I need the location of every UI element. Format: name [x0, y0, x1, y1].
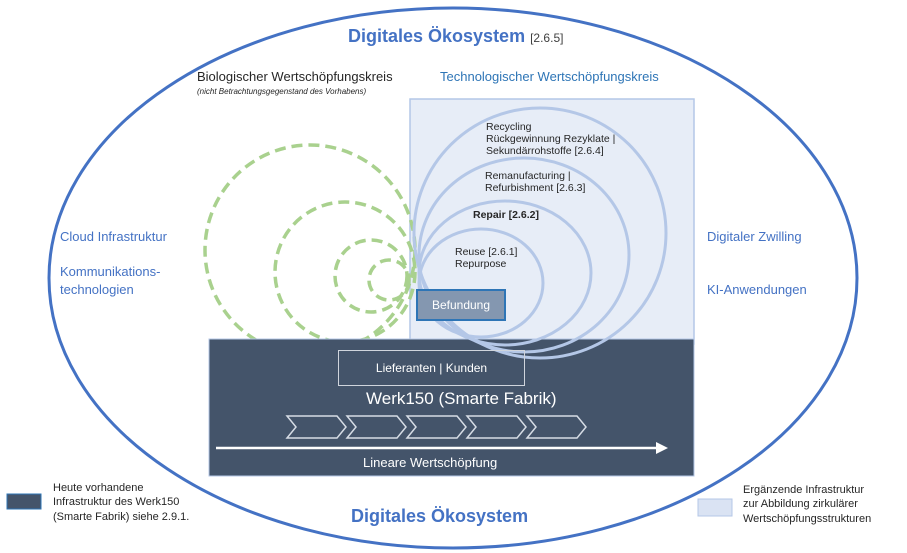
process-step-5 — [525, 415, 587, 439]
ecosystem-ring — [47, 6, 859, 550]
digital-twin-label: Digitaler Zwilling — [707, 229, 802, 244]
ecosystem-title-top-text: Digitales Ökosystem — [348, 26, 526, 46]
reuse-line-2: Repurpose — [455, 258, 507, 271]
legend-swatch-supplementary — [697, 498, 733, 517]
legend-existing-line-3: (Smarte Fabrik) siehe 2.9.1. — [53, 510, 190, 523]
recycling-line-3: Sekundärrohstoffe [2.6.4] — [486, 145, 604, 158]
linear-arrow — [216, 442, 668, 454]
legend-supplementary-line-2: zur Abbildung zirkulärer — [743, 498, 858, 511]
suppliers-customers-box: Lieferanten | Kunden — [338, 350, 525, 386]
tech-loop-recycling — [412, 106, 668, 360]
communication-tech-label-line2: technologien — [60, 282, 134, 297]
bio-loop-4 — [367, 258, 411, 302]
factory-block — [208, 338, 695, 477]
legend-supplementary-line-3: Wertschöpfungsstrukturen — [743, 512, 872, 525]
loop-label-recycling: Recycling Rückgewinnung Rezyklate | Seku… — [486, 121, 615, 157]
ecosystem-title-bottom: Digitales Ökosystem — [351, 506, 529, 526]
biological-loops — [203, 143, 417, 357]
process-step-3 — [405, 415, 467, 439]
ecosystem-title-ref: [2.6.5] — [530, 31, 564, 45]
reuse-line-1: Reuse [2.6.1] — [455, 246, 518, 258]
legend-existing-line-1: Heute vorhandene — [53, 482, 144, 494]
cloud-infrastructure-label: Cloud Infrastruktur — [60, 229, 167, 244]
recycling-line-1: Recycling — [486, 121, 532, 133]
bio-loop-1 — [203, 143, 417, 357]
factory-title: Werk150 (Smarte Fabrik) — [366, 389, 557, 408]
process-chevrons — [285, 415, 587, 439]
bio-loop-3 — [333, 238, 409, 314]
biological-title: Biologischer Wertschöpfungskreis — [197, 69, 393, 84]
loop-label-remanufacturing: Remanufacturing | Refurbishment [2.6.3] — [485, 170, 585, 194]
legend-swatch-existing — [6, 493, 42, 510]
linear-value-label: Lineare Wertschöpfung — [363, 455, 498, 470]
process-step-1 — [285, 415, 347, 439]
ecosystem-title-top: Digitales Ökosystem [2.6.5] — [348, 26, 563, 47]
legend-supplementary-line-1: Ergänzende Infrastruktur — [743, 484, 865, 496]
process-step-2 — [345, 415, 407, 439]
tech-loop-reuse — [417, 227, 545, 339]
bio-loop-2 — [273, 200, 417, 344]
loop-label-repair: Repair [2.6.2] — [473, 209, 539, 221]
loop-label-reuse: Reuse [2.6.1] Repurpose — [455, 246, 517, 270]
remanufacturing-line-1: Remanufacturing | — [485, 170, 571, 182]
technological-title: Technologischer Wertschöpfungskreis — [440, 69, 659, 84]
biological-subtitle: (nicht Betrachtungsgegenstand des Vorhab… — [197, 87, 367, 96]
legend-existing-line-2: Infrastruktur des Werk150 — [53, 496, 180, 509]
befundung-box: Befundung — [416, 289, 506, 321]
communication-tech-label-line1: Kommunikations- — [60, 264, 161, 279]
legend-supplementary: Ergänzende Infrastruktur zur Abbildung z… — [743, 483, 871, 526]
recycling-line-2: Rückgewinnung Rezyklate | — [486, 133, 616, 146]
process-step-4 — [465, 415, 527, 439]
remanufacturing-line-2: Refurbishment [2.6.3] — [485, 182, 586, 195]
legend-existing: Heute vorhandene Infrastruktur des Werk1… — [53, 481, 189, 524]
ai-applications-label: KI-Anwendungen — [707, 282, 807, 297]
